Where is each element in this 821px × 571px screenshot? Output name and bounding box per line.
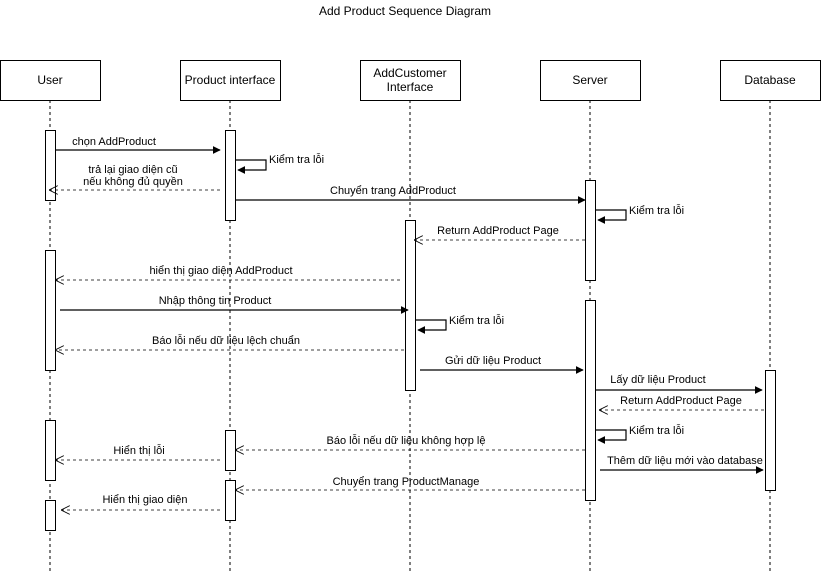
activation-bars-layer — [45, 130, 776, 531]
participant-label-user: User — [37, 73, 62, 87]
activation-bar-user — [45, 130, 56, 201]
self-message-arrow — [596, 209, 627, 224]
message-label-line: Thêm dữ liệu mới vào database — [607, 455, 763, 467]
message-label-line: Gửi dữ liệu Product — [445, 355, 541, 367]
message-9: Kiểm tra lỗi — [416, 314, 504, 334]
activation-bar-server — [585, 300, 596, 501]
message-label-line: trả lại giao diện cũ — [88, 164, 177, 176]
participant-box-server — [540, 60, 641, 101]
message-label: Hiển thị lỗi — [113, 444, 164, 457]
self-message-arrow — [416, 319, 447, 334]
participant-label-line: Database — [744, 73, 796, 87]
message-label-line: Chuyển trang AddProduct — [330, 185, 456, 197]
message-label: Chuyển trang AddProduct — [330, 185, 456, 197]
message-label-line: Nhập thông tin Product — [159, 295, 272, 307]
participant-box-user — [0, 60, 101, 101]
message-label-line: Return AddProduct Page — [620, 395, 742, 407]
activation-bar-product-interface — [225, 130, 236, 221]
message-label-line: Return AddProduct Page — [437, 225, 559, 237]
message-14: Kiểm tra lỗi — [596, 424, 684, 444]
message-label: Kiểm tra lỗi — [449, 314, 504, 327]
message-label: Kiểm tra lỗi — [629, 204, 684, 217]
diagram-title: Add Product Sequence Diagram — [319, 4, 491, 18]
message-15: Thêm dữ liệu mới vào database — [600, 455, 764, 474]
message-label: Return AddProduct Page — [437, 225, 559, 237]
activation-bar-database — [765, 370, 776, 491]
message-19: Hiển thị giao diện — [62, 494, 220, 510]
message-label: Báo lỗi nếu dữ liệu lệch chuẩn — [152, 334, 300, 347]
message-label-line: Lấy dữ liệu Product — [610, 374, 705, 386]
message-6: Return AddProduct Page — [415, 225, 585, 240]
message-8: Nhập thông tin Product — [60, 295, 409, 314]
message-10: Báo lỗi nếu dữ liệu lệch chuẩn — [56, 334, 404, 350]
participant-box-database — [720, 60, 821, 101]
message-12: Lấy dữ liệu Product — [595, 374, 763, 394]
self-message-arrow — [236, 159, 267, 174]
message-11: Gửi dữ liệu Product — [420, 355, 584, 374]
message-label: Gửi dữ liệu Product — [445, 355, 541, 367]
message-label: Kiểm tra lỗi — [629, 424, 684, 437]
message-label-line: nếu không đủ quyền — [83, 176, 183, 188]
message-18: Chuyển trang ProductManage — [236, 476, 585, 490]
message-5: Kiểm tra lỗi — [596, 204, 684, 224]
activation-bar-product-interface — [225, 480, 236, 521]
participant-label-line: Interface — [387, 80, 434, 94]
message-label: Hiển thị giao diện — [102, 494, 187, 506]
participant-label-database: Database — [744, 73, 796, 87]
message-2: Kiểm tra lỗi — [236, 153, 324, 174]
participant-box-addcustomer-interface — [360, 60, 461, 101]
message-label: Thêm dữ liệu mới vào database — [607, 455, 763, 467]
message-label: Return AddProduct Page — [620, 395, 742, 407]
activation-bar-user — [45, 500, 56, 531]
message-label: Kiểm tra lỗi — [269, 153, 324, 166]
participant-box-product-interface — [180, 60, 281, 101]
self-message-arrow — [596, 429, 627, 444]
message-label-line: Hiển thị giao diện — [102, 494, 187, 506]
message-label-line: hiển thị giao diện AddProduct — [149, 265, 292, 277]
activation-bar-product-interface — [225, 430, 236, 471]
message-label-line: Hiển thị lỗi — [113, 444, 164, 457]
message-label-line: Báo lỗi nếu dữ liệu không hợp lệ — [327, 434, 486, 447]
message-1: chọn AddProduct — [56, 136, 221, 154]
message-17: Hiển thị lỗi — [56, 444, 220, 460]
participant-label-line: User — [37, 73, 62, 87]
activation-bar-addcustomer-interface — [405, 220, 416, 391]
message-label: Báo lỗi nếu dữ liệu không hợp lệ — [327, 434, 486, 447]
message-label: chọn AddProduct — [72, 136, 156, 148]
message-7: hiển thị giao diện AddProduct — [56, 265, 400, 280]
participant-label-line: Product interface — [185, 73, 276, 87]
participant-label-server: Server — [572, 73, 607, 87]
message-label-line: chọn AddProduct — [72, 136, 156, 148]
message-label: Nhập thông tin Product — [159, 295, 272, 307]
activation-bar-user — [45, 420, 56, 481]
message-label: Lấy dữ liệu Product — [610, 374, 705, 386]
message-13: Return AddProduct Page — [600, 395, 764, 410]
message-4: Chuyển trang AddProduct — [236, 185, 586, 204]
activation-bar-user — [45, 250, 56, 371]
participant-label-line: Server — [572, 73, 607, 87]
participant-label-product-interface: Product interface — [185, 73, 276, 87]
message-label: hiển thị giao diện AddProduct — [149, 265, 292, 277]
message-label-line: Chuyển trang ProductManage — [333, 476, 480, 488]
message-label-line: Báo lỗi nếu dữ liệu lệch chuẩn — [152, 334, 300, 347]
message-label: Chuyển trang ProductManage — [333, 476, 480, 488]
activation-bar-server — [585, 180, 596, 281]
message-16: Báo lỗi nếu dữ liệu không hợp lệ — [236, 434, 585, 450]
participant-label-line: AddCustomer — [373, 66, 446, 80]
